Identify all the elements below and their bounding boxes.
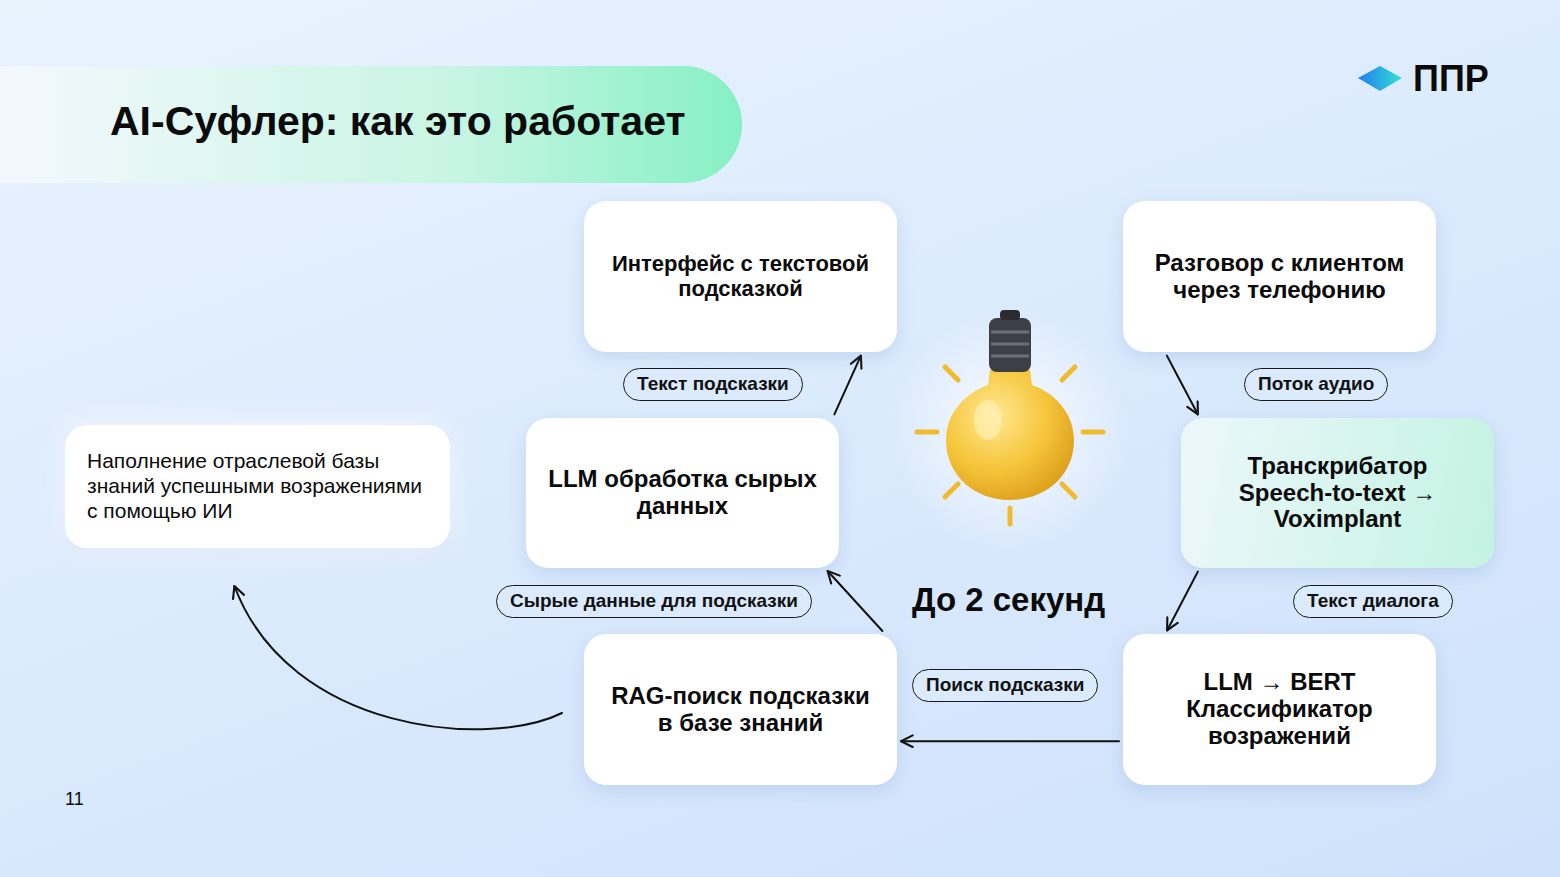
box-content: Интерфейс с текстовой подсказкой xyxy=(606,252,875,301)
flow-arrow xyxy=(828,571,883,631)
flow-arrow xyxy=(901,740,1119,742)
logo-mark xyxy=(1358,66,1402,91)
box-text: Наполнение отраслевой базы знаний успешн… xyxy=(87,449,428,523)
duration-note: До 2 секунд xyxy=(912,581,1105,619)
logo-text: ППР xyxy=(1413,58,1489,100)
slide-title: AI-Суфлер: как это работает xyxy=(110,98,686,145)
process-box: Разговор с клиентом через телефонию xyxy=(1123,201,1436,352)
flow-arrow xyxy=(834,356,861,415)
edge-label: Поиск подсказки xyxy=(912,669,1098,702)
flow-arrow xyxy=(1167,572,1198,631)
lightbulb xyxy=(890,310,1130,550)
edge-label: Поток аудио xyxy=(1244,368,1388,401)
box-content: LLM → BERT Классификатор возражений xyxy=(1145,669,1414,750)
box-text: Транскрибатор Speech-to-text → Voximplan… xyxy=(1203,453,1472,534)
process-box: Наполнение отраслевой базы знаний успешн… xyxy=(65,425,450,548)
box-text: LLM → BERT Классификатор возражений xyxy=(1145,669,1414,750)
box-text: Интерфейс с текстовой подсказкой xyxy=(606,252,875,301)
box-text: RAG-поиск подсказки в базе знаний xyxy=(606,683,875,737)
process-box: RAG-поиск подсказки в базе знаний xyxy=(584,634,897,785)
box-content: Транскрибатор Speech-to-text → Voximplan… xyxy=(1203,453,1472,534)
box-content: Наполнение отраслевой базы знаний успешн… xyxy=(87,449,428,523)
edge-label: Текст подсказки xyxy=(623,368,803,401)
process-box: Интерфейс с текстовой подсказкой xyxy=(584,201,897,352)
process-box: Транскрибатор Speech-to-text → Voximplan… xyxy=(1181,418,1494,568)
flow-arrow xyxy=(1167,356,1198,415)
edge-label: Сырые данные для подсказки xyxy=(496,585,812,618)
page-number: 11 xyxy=(65,789,84,810)
process-box: LLM → BERT Классификатор возражений xyxy=(1123,634,1436,785)
box-text: LLM обработка сырых данных xyxy=(548,466,817,520)
process-box: LLM обработка сырых данных xyxy=(526,418,839,568)
box-content: LLM обработка сырых данных xyxy=(548,466,817,520)
box-content: Разговор с клиентом через телефонию xyxy=(1145,250,1414,304)
box-content: RAG-поиск подсказки в базе знаний xyxy=(606,683,875,737)
edge-label: Текст диалога xyxy=(1293,585,1453,618)
box-text: Разговор с клиентом через телефонию xyxy=(1145,250,1414,304)
